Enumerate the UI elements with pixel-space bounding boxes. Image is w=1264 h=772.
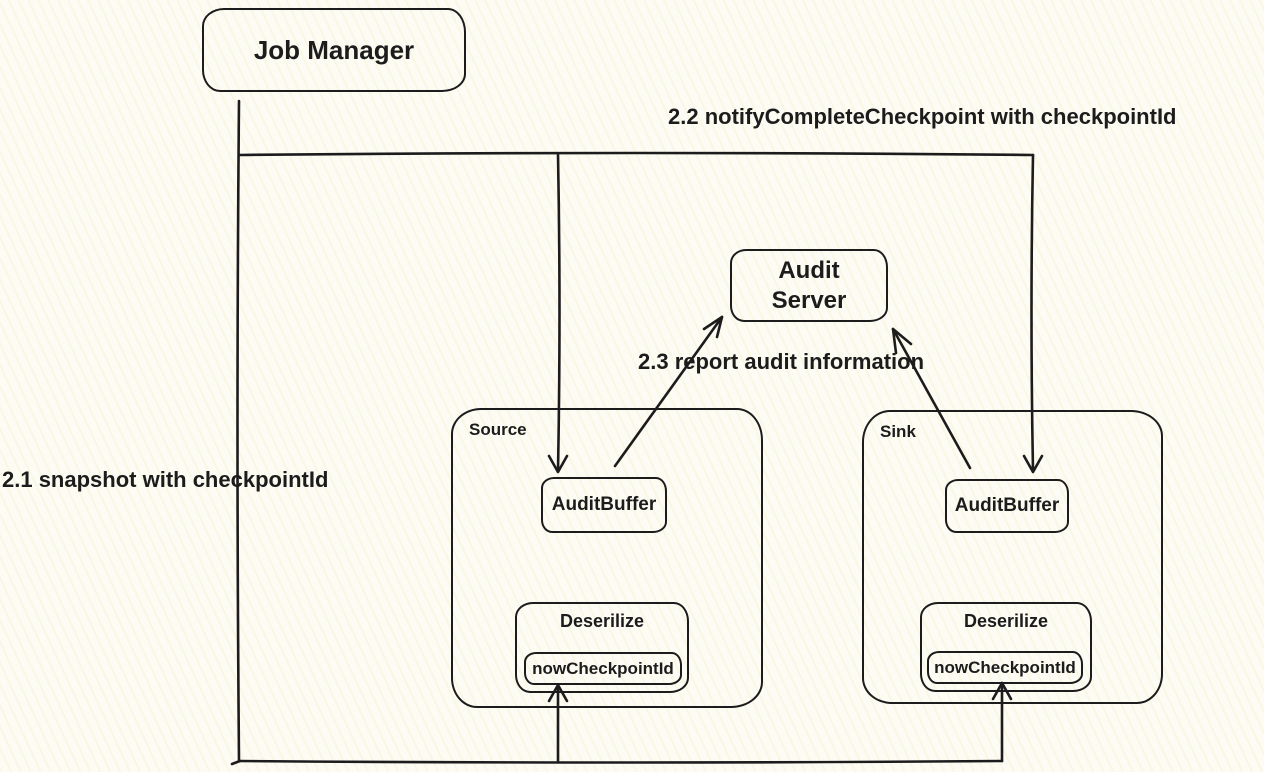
sink-auditbuffer-label: AuditBuffer — [954, 495, 1060, 516]
annotation-step-2-1: 2.1 snapshot with checkpointId — [2, 467, 329, 492]
audit-server-label: Audit Server — [771, 257, 847, 314]
source-title: Source — [469, 420, 527, 439]
sink-auditbuffer-node: AuditBuffer — [945, 479, 1069, 533]
sink-deserilize-label: Deserilize — [963, 611, 1049, 631]
job-manager-node: Job Manager — [202, 8, 466, 92]
sink-container: Sink — [862, 410, 1163, 704]
job-manager-label: Job Manager — [253, 34, 415, 65]
line-notify-complete-top — [237, 151, 1035, 157]
audit-server-node: Audit Server — [730, 249, 888, 322]
source-deserilize-node: Deserilize nowCheckpointId — [515, 602, 689, 693]
source-auditbuffer-label: AuditBuffer — [551, 494, 657, 515]
sink-title: Sink — [880, 422, 916, 441]
sink-checkpoint-label: nowCheckpointId — [934, 657, 1076, 677]
sink-deserilize-node: Deserilize nowCheckpointId — [920, 602, 1092, 692]
source-checkpoint-label: nowCheckpointId — [532, 658, 674, 678]
line-job-manager-down — [236, 99, 241, 763]
source-checkpoint-box: nowCheckpointId — [524, 652, 682, 685]
sink-checkpoint-box: nowCheckpointId — [927, 651, 1083, 684]
source-auditbuffer-node: AuditBuffer — [541, 477, 667, 533]
source-deserilize-label: Deserilize — [559, 611, 645, 631]
annotation-step-2-2: 2.2 notifyCompleteCheckpoint with checkp… — [668, 104, 1177, 129]
source-container: Source — [451, 408, 763, 708]
line-snapshot-bottom — [230, 759, 1004, 766]
annotation-step-2-3: 2.3 report audit information — [638, 349, 925, 374]
